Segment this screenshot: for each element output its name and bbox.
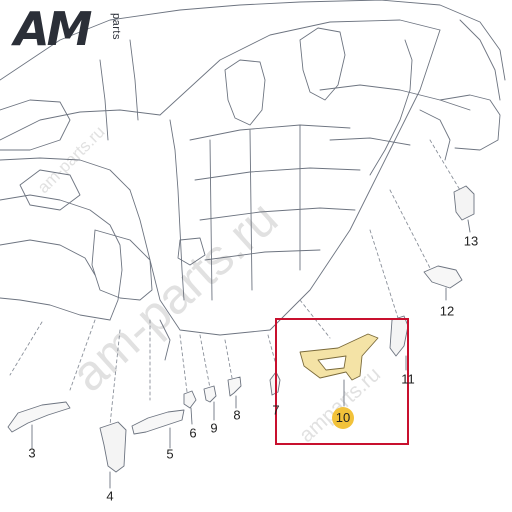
car-body-frame xyxy=(0,0,506,361)
part-8-bracket xyxy=(227,376,242,397)
callout-5: 5 xyxy=(166,446,174,462)
callout-6: 6 xyxy=(189,425,197,441)
callout-12: 12 xyxy=(439,303,455,319)
part-10-reinforcement xyxy=(299,333,379,381)
callout-11: 11 xyxy=(401,371,415,387)
part-11-bracket xyxy=(389,315,409,357)
brand-logo-suffix: parts xyxy=(110,13,122,40)
callout-10-badge: 10 xyxy=(332,407,354,429)
callout-10: 10 xyxy=(335,410,351,425)
callout-3: 3 xyxy=(28,445,36,461)
part-9-bracket xyxy=(203,385,217,403)
part-12-bracket xyxy=(423,265,463,289)
part-13-bracket xyxy=(453,185,475,221)
highlight-frame xyxy=(275,318,409,445)
part-6-clip xyxy=(183,390,197,409)
part-5-bracket xyxy=(131,409,185,435)
leader-lines xyxy=(9,139,461,426)
callout-4: 4 xyxy=(106,488,114,504)
part-3-bracket xyxy=(7,401,71,433)
callout-9: 9 xyxy=(210,420,218,436)
callout-8: 8 xyxy=(233,407,241,423)
callout-13: 13 xyxy=(463,233,479,249)
brand-logo-mark: AM xyxy=(14,2,92,56)
part-4-panel xyxy=(99,421,127,473)
callout-7: 7 xyxy=(272,402,280,418)
